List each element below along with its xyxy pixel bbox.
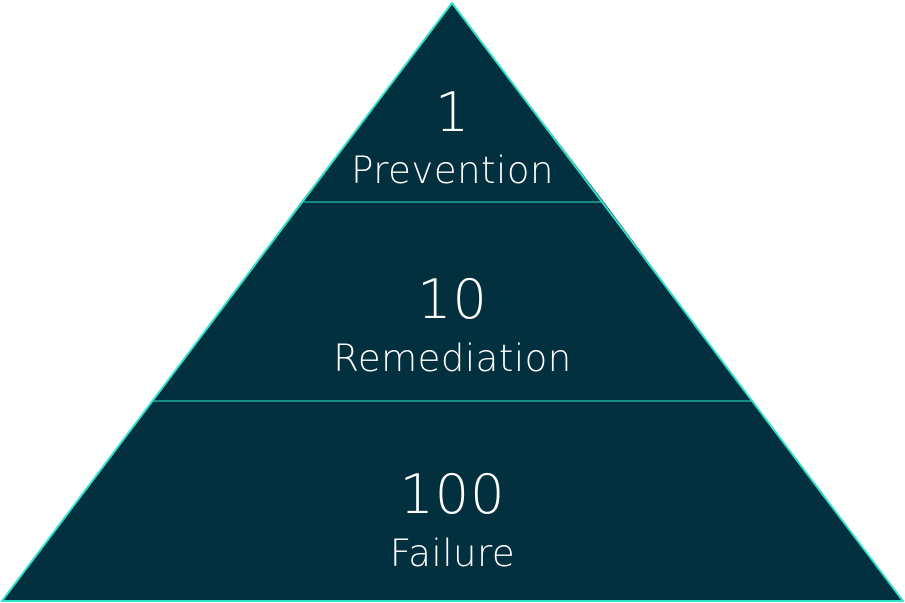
tier-middle-value: 10 <box>417 268 488 331</box>
tier-middle-name: Remediation <box>333 337 572 380</box>
pyramid-tier-bottom <box>2 401 903 601</box>
tier-top-name: Prevention <box>351 149 554 192</box>
tier-bottom-value: 100 <box>399 463 506 526</box>
tier-bottom-name: Failure <box>389 532 516 575</box>
pyramid-tier-middle <box>152 202 752 401</box>
pyramid-tier-top <box>301 3 604 202</box>
tier-top-value: 1 <box>434 81 471 144</box>
